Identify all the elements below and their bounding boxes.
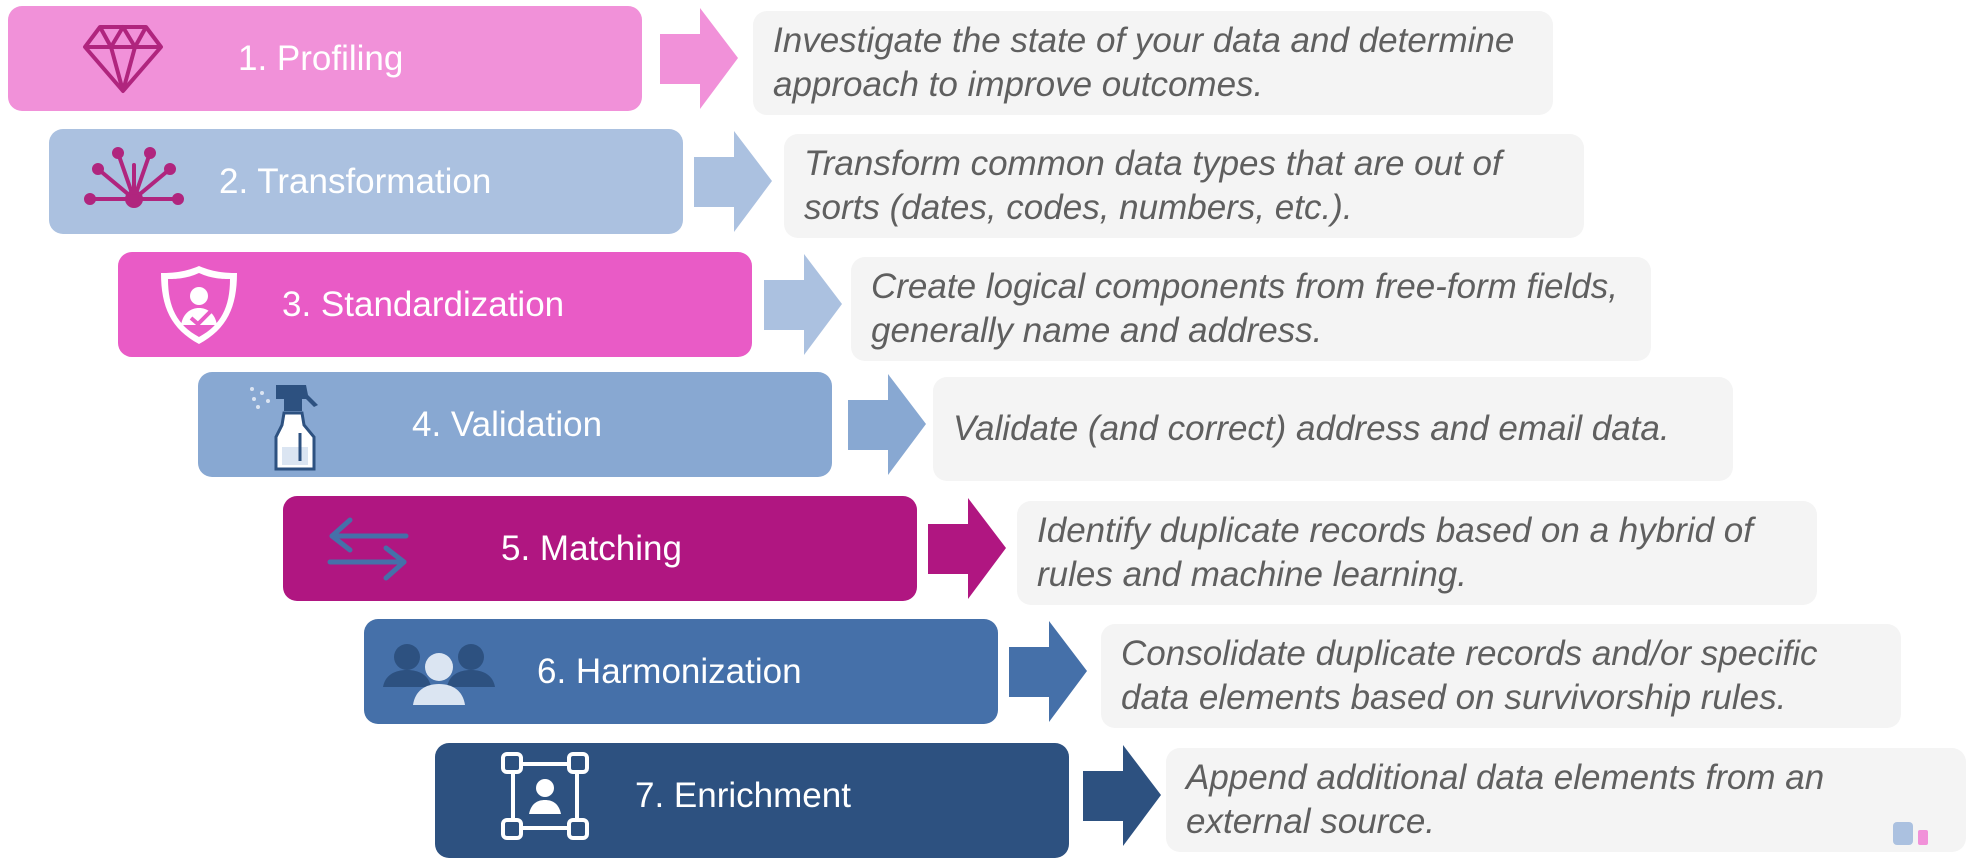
people-group-icon [374, 619, 504, 724]
step-pill: 1. Profiling [8, 6, 642, 111]
spray-bottle-icon [223, 372, 353, 477]
right-arrow-icon [660, 8, 738, 109]
right-arrow-icon [1083, 745, 1161, 846]
person-frame-icon [480, 743, 610, 848]
step-label: 2. Transformation [219, 161, 492, 201]
step-description-box: Create logical components from free-form… [851, 257, 1651, 361]
step-pill: 7. Enrichment [435, 743, 1069, 858]
step-pill: 2. Transformation [49, 129, 683, 234]
right-arrow-icon [928, 498, 1006, 599]
step-description: Create logical components from free-form… [871, 267, 1618, 350]
swap-arrows-icon [303, 496, 433, 601]
step-description: Append additional data elements from an … [1186, 758, 1825, 841]
right-arrow-icon [1009, 621, 1087, 722]
network-burst-icon [69, 129, 199, 234]
step-pill: 6. Harmonization [364, 619, 998, 724]
step-description-box: Consolidate duplicate records and/or spe… [1101, 624, 1901, 728]
step-description-box: Append additional data elements from an … [1166, 748, 1966, 852]
step-label: 3. Standardization [282, 284, 565, 324]
step-label: 7. Enrichment [635, 775, 851, 815]
step-label: 1. Profiling [238, 38, 404, 78]
diamond-icon [58, 6, 188, 111]
step-label: 5. Matching [501, 528, 682, 568]
step-description: Investigate the state of your data and d… [773, 21, 1515, 104]
step-description: Transform common data types that are out… [804, 144, 1502, 227]
step-description: Consolidate duplicate records and/or spe… [1121, 634, 1818, 717]
step-description-box: Validate (and correct) address and email… [933, 377, 1733, 481]
step-description: Identify duplicate records based on a hy… [1037, 511, 1753, 594]
right-arrow-icon [764, 254, 842, 355]
shield-person-icon [134, 252, 264, 357]
step-label: 4. Validation [412, 404, 603, 444]
step-pill: 4. Validation [198, 372, 832, 477]
step-label: 6. Harmonization [537, 651, 802, 691]
step-pill: 5. Matching [283, 496, 917, 601]
step-pill: 3. Standardization [118, 252, 752, 357]
step-description-box: Identify duplicate records based on a hy… [1017, 501, 1817, 605]
corner-logo-fragment [1893, 822, 1933, 850]
step-description-box: Investigate the state of your data and d… [753, 11, 1553, 115]
right-arrow-icon [694, 131, 772, 232]
step-description: Validate (and correct) address and email… [953, 409, 1670, 448]
right-arrow-icon [848, 374, 926, 475]
step-description-box: Transform common data types that are out… [784, 134, 1584, 238]
